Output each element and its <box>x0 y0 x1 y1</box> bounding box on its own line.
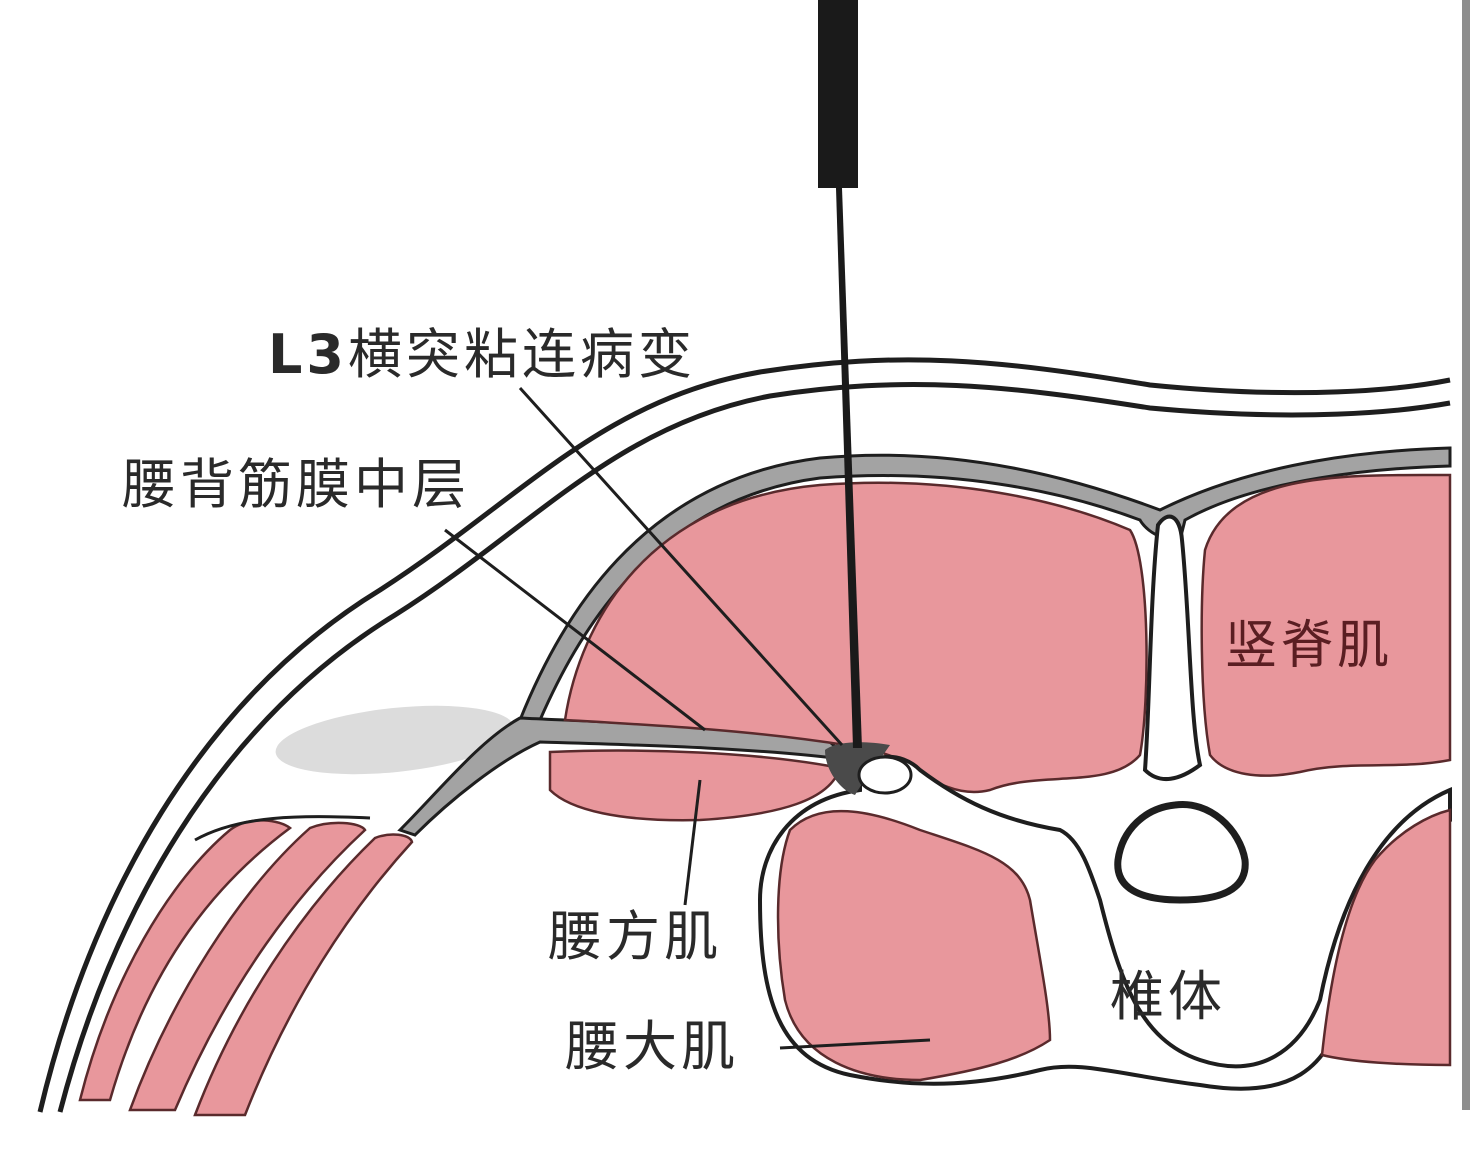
label-l3-lesion: L3横突粘连病变 <box>268 328 696 382</box>
right-edge-bar <box>1462 0 1470 1110</box>
label-quadratus-lumborum: 腰方肌 <box>548 905 722 968</box>
posterior-fascia <box>517 446 1452 722</box>
label-l3-text: 横突粘连病变 <box>348 323 696 386</box>
right-lower-muscle <box>1320 808 1452 1067</box>
transverse-process-tip <box>857 755 913 795</box>
label-psoas-major: 腰大肌 <box>565 1015 739 1078</box>
erector-spinae-right <box>1200 473 1452 777</box>
label-l3-subscript: 3 <box>306 323 348 386</box>
label-erector-spinae: 竖脊肌 <box>1225 616 1394 676</box>
quadratus-lumborum-muscle <box>548 749 842 822</box>
needle-icon <box>818 0 862 748</box>
vertebral-canal <box>1114 800 1249 904</box>
label-vertebral-body: 椎体 <box>1110 965 1226 1028</box>
label-l3-prefix: L <box>268 323 307 386</box>
spinous-process <box>1142 514 1203 782</box>
label-fascia-middle-layer: 腰背筋膜中层 <box>122 453 470 516</box>
leader-lines <box>444 386 931 1050</box>
abdominal-wall-muscles <box>78 819 414 1117</box>
skin-outline <box>37 357 1451 1113</box>
psoas-major-muscle <box>776 809 1052 1082</box>
l3-lesion <box>825 742 890 795</box>
fat-pad <box>275 705 515 775</box>
